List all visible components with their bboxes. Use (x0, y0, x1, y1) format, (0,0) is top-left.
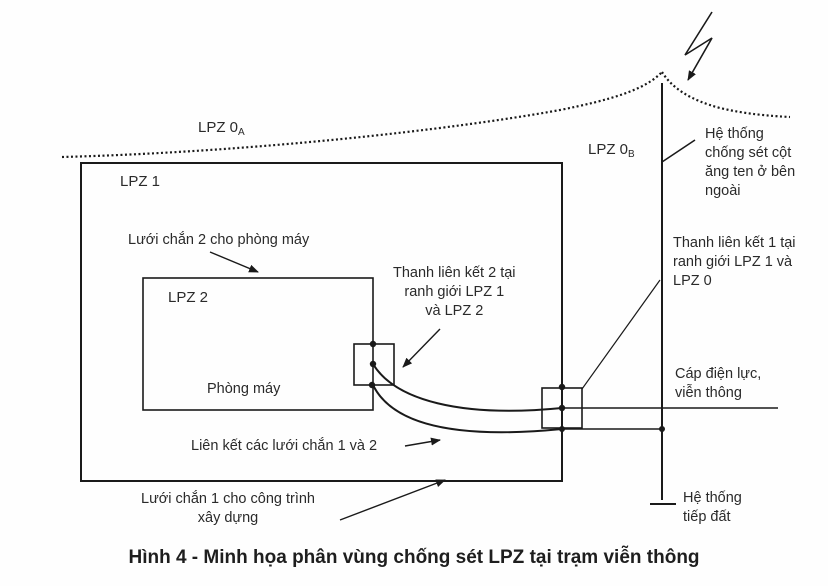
zone-label-lpz1: LPZ 1 (120, 173, 161, 190)
lpz0-boundary-right (661, 71, 791, 119)
junction-dot (558, 404, 566, 412)
label-cables: Cáp điện lực, viễn thông (675, 366, 762, 401)
label-earthing: Hệ thống tiếp đất (683, 490, 742, 525)
label-shield-bonding: Liên kết các lưới chắn 1 và 2 (191, 438, 378, 454)
shield1-arrow (339, 479, 446, 521)
label-shield2: Lưới chắn 2 cho phòng máy (128, 232, 310, 248)
junction-dot (369, 340, 377, 348)
label-shield1: Lưới chắn 1 cho công trình xây dựng (141, 491, 315, 526)
junction-dot (368, 381, 376, 389)
label-bonding-bar1: Thanh liên kết 1 tại ranh giới LPZ 1 và … (673, 235, 796, 289)
junction-dot (659, 426, 665, 432)
zone-label-lpz2: LPZ 2 (168, 289, 209, 306)
figure-caption: Hình 4 - Minh họa phân vùng chống sét LP… (128, 547, 700, 568)
shield2-arrow (209, 251, 259, 273)
lpz0-boundary-left (61, 71, 663, 159)
label-bonding-bar2: Thanh liên kết 2 tại ranh giới LPZ 1 và … (393, 265, 516, 319)
junction-dot (558, 383, 566, 391)
zone-label-lpz0a: LPZ 0A (198, 119, 245, 138)
junction-dot (369, 360, 377, 368)
lpz1-shield-box (80, 162, 563, 482)
label-equipment-room: Phòng máy (207, 381, 281, 397)
label-external-lightning: Hệ thống chống sét cột ăng ten ở bên ngo… (705, 126, 796, 199)
zone-label-lpz0b: LPZ 0B (588, 141, 635, 160)
bond-curve-upper (372, 363, 563, 412)
shield-bonding-arrow (404, 437, 441, 447)
bonding-bar1-pointer (581, 279, 661, 390)
bond-curve-lower (372, 384, 563, 434)
bonding-bar2-arrow (402, 328, 441, 368)
mast-pointer (661, 139, 696, 163)
junction-dot (559, 426, 565, 432)
lightning-bolt-icon (684, 11, 713, 81)
